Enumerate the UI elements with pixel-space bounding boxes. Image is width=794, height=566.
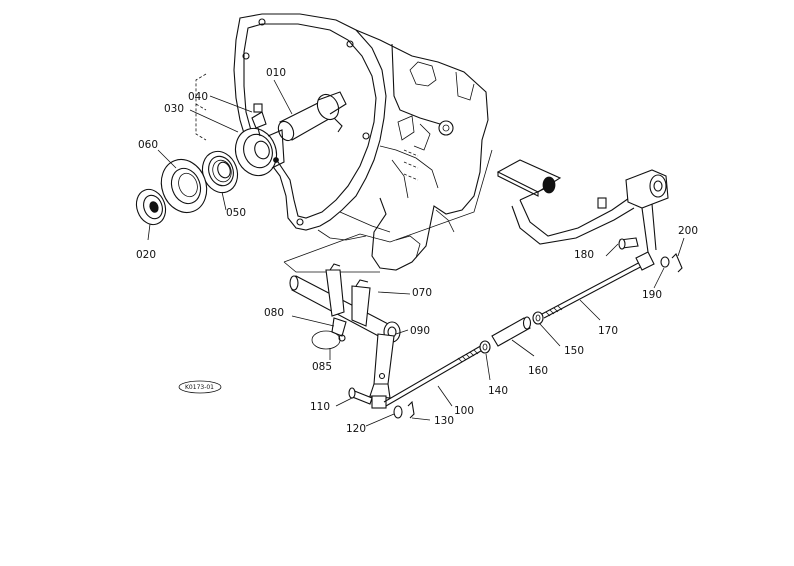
- label-060: 060: [138, 139, 158, 151]
- label-110: 110: [310, 401, 330, 413]
- split-pin-200: [671, 253, 683, 273]
- bearing-050: [201, 150, 239, 194]
- part-labels: 010 020 030 040 050 060 070 080 085 090 …: [136, 67, 698, 435]
- label-160: 160: [528, 365, 548, 377]
- stamp-text: K0173-01: [185, 384, 214, 391]
- washer-190: [660, 256, 670, 268]
- label-040: 040: [188, 91, 208, 103]
- collar-060: [160, 158, 208, 214]
- label-080: 080: [264, 307, 284, 319]
- release-bearing-030: [234, 127, 285, 177]
- label-050: 050: [226, 207, 246, 219]
- nut-140: [479, 340, 491, 354]
- seal-020: [135, 188, 167, 226]
- nut-150: [532, 311, 544, 325]
- label-200: 200: [678, 225, 698, 237]
- washer-085: [311, 330, 341, 350]
- release-sleeve-010: [277, 91, 347, 142]
- label-020: 020: [136, 249, 156, 261]
- pin-080: [331, 317, 347, 342]
- reference-stamp: K0173-01: [178, 380, 222, 394]
- release-lever: [369, 333, 395, 409]
- label-130: 130: [434, 415, 454, 427]
- pin-180: [618, 237, 639, 250]
- split-pin-130: [407, 400, 415, 419]
- label-010: 010: [266, 67, 286, 79]
- label-140: 140: [488, 385, 508, 397]
- label-120: 120: [346, 423, 366, 435]
- label-150: 150: [564, 345, 584, 357]
- leader-lines: [147, 79, 685, 427]
- release-fork-shaft-070: [289, 263, 401, 343]
- clutch-pedal-lever: [496, 159, 669, 253]
- rod-100: [383, 343, 487, 407]
- grease-nipple-040: [251, 103, 267, 137]
- label-100: 100: [454, 405, 474, 417]
- label-180: 180: [574, 249, 594, 261]
- assembly-bracket: [195, 73, 207, 141]
- rod-170: [541, 251, 655, 319]
- clevis-pin-110: [348, 387, 373, 405]
- label-070: 070: [412, 287, 432, 299]
- clutch-housing: [233, 13, 493, 273]
- bracket-tick: [195, 103, 207, 111]
- label-190: 190: [642, 289, 662, 301]
- label-030: 030: [164, 103, 184, 115]
- label-170: 170: [598, 325, 618, 337]
- turnbuckle-160: [491, 316, 532, 347]
- washer-120: [393, 405, 403, 419]
- label-090: 090: [410, 325, 430, 337]
- label-085: 085: [312, 361, 332, 373]
